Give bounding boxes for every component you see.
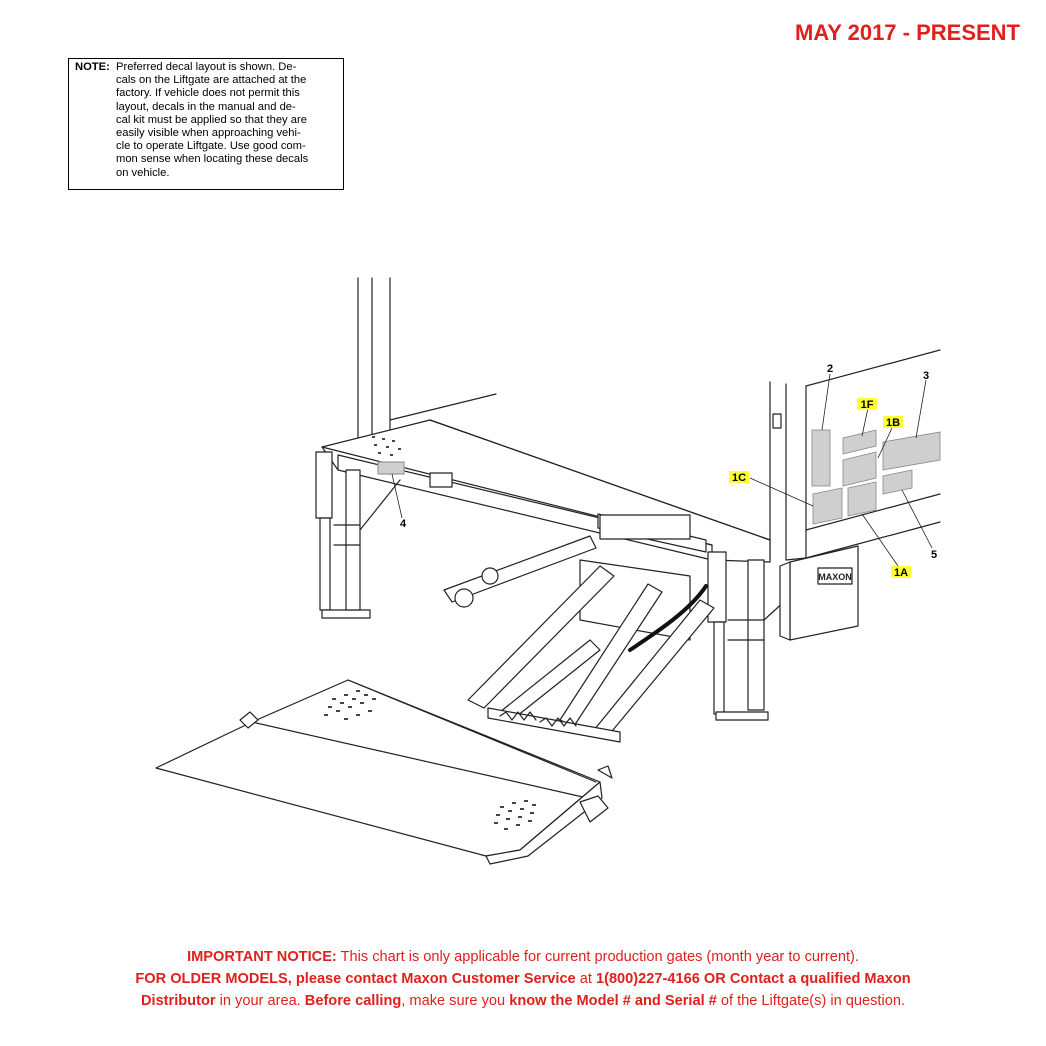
hydraulic-mechanism	[443, 513, 715, 743]
decal-5	[882, 469, 913, 495]
truck-body-left-post	[357, 277, 497, 439]
callout-1b: 1B	[886, 417, 900, 429]
tread-group-frame	[372, 436, 401, 456]
notice-heading: IMPORTANT NOTICE:	[187, 949, 337, 965]
older-models-text: FOR OLDER MODELS, please contact Maxon C…	[135, 971, 576, 987]
callout-1f-highlight	[857, 398, 877, 410]
callout-5: 5	[931, 549, 937, 561]
callout-2: 2	[827, 363, 833, 375]
decal-2	[811, 429, 831, 487]
callout-1c-highlight	[729, 471, 749, 483]
callout-3: 3	[923, 370, 929, 382]
decal-1c	[812, 487, 843, 525]
notice-line-2-mid: at	[575, 971, 596, 987]
decal-3	[882, 431, 941, 471]
notice-line-1-text: This chart is only applicable for curren…	[336, 949, 859, 965]
truck-body-right-panel	[769, 349, 941, 561]
decal-1b	[842, 451, 877, 487]
callout-1a: 1A	[894, 567, 908, 579]
important-notice: IMPORTANT NOTICE: This chart is only app…	[0, 946, 1046, 1012]
callout-4: 4	[400, 518, 407, 530]
notice-line-1: IMPORTANT NOTICE: This chart is only app…	[0, 946, 1046, 968]
notice-line-3: Distributor in your area. Before calling…	[0, 990, 1046, 1012]
decal-1a	[847, 481, 877, 517]
decal-1f	[842, 429, 877, 455]
liftgate-platform	[155, 679, 613, 865]
callout-1a-highlight	[891, 566, 911, 578]
phone-number-text: 1(800)227-4166 OR Contact a qualified Ma…	[595, 971, 911, 987]
callout-labels: 2 3 1F 1B 1C 4 5 1A	[400, 363, 937, 579]
notice-line-3-mid2: , make sure you	[401, 993, 510, 1009]
notice-line-3-rest: of the Liftgate(s) in question.	[716, 993, 906, 1009]
callout-1f: 1F	[861, 399, 874, 411]
distributor-text: Distributor	[140, 993, 216, 1009]
decal-panels	[811, 429, 941, 525]
before-calling-text: Before calling	[304, 993, 402, 1009]
note-label: NOTE:	[75, 61, 110, 73]
pump-box-logo: MAXON	[818, 572, 852, 582]
model-serial-text: know the Model # and Serial #	[509, 993, 717, 1009]
notice-line-3-mid1: in your area.	[215, 993, 305, 1009]
note-text: Preferred decal layout is shown. De- cal…	[116, 61, 309, 179]
platform-treads	[324, 436, 536, 830]
date-range-heading: MAY 2017 - PRESENT	[795, 20, 1020, 45]
notice-line-2: FOR OLDER MODELS, please contact Maxon C…	[0, 968, 1046, 990]
tread-group-lower	[494, 800, 536, 830]
pump-box: MAXON	[779, 545, 859, 641]
note-box: NOTE: Preferred decal layout is shown. D…	[68, 58, 344, 190]
callout-1c: 1C	[732, 472, 746, 484]
callout-leaders	[391, 373, 933, 567]
left-support-leg	[315, 451, 401, 619]
callout-1b-highlight	[883, 416, 903, 428]
tread-group-upper	[324, 690, 376, 720]
